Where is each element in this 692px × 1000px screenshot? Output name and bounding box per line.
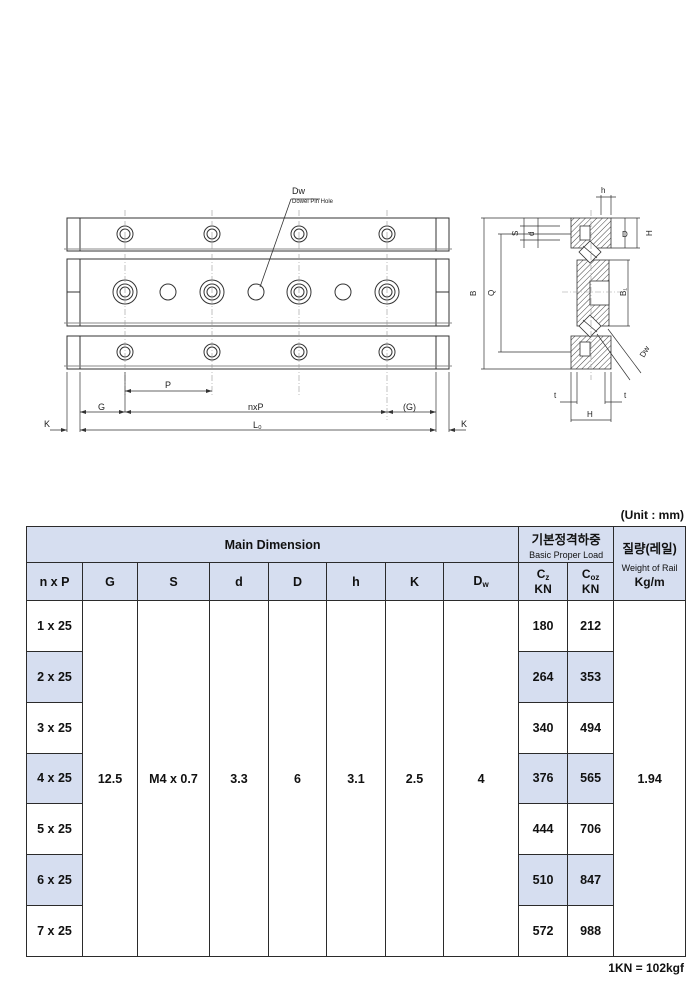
label-b: B [469, 291, 478, 296]
cell-s: M4 x 0.7 [137, 600, 210, 957]
cell-d-cap: 6 [268, 600, 327, 957]
col-dw-main: D [473, 574, 483, 588]
cell-cz: 264 [518, 650, 569, 703]
cell-coz: 988 [567, 905, 615, 957]
dimension-arrows [61, 389, 455, 432]
cell-dw: 4 [442, 600, 520, 957]
cell-cz: 180 [518, 600, 569, 652]
header-basic-load-ko: 기본정격하중 [531, 533, 601, 547]
header-basic-load-en: Basic Proper Load [529, 550, 604, 560]
cell-nxp: 1 x 25 [26, 600, 83, 652]
label-h-cap: H [587, 410, 593, 419]
col-coz-main: C [581, 567, 591, 581]
top-rail [64, 217, 452, 252]
label-t-left: t [554, 391, 557, 400]
label-dw-right: Dw [638, 344, 652, 359]
col-d-small: d [209, 562, 269, 601]
col-d-cap: D [268, 562, 327, 601]
label-g: G [98, 402, 105, 412]
cell-coz: 847 [567, 854, 615, 907]
col-cz: Cz KN [518, 562, 569, 601]
label-g-paren: (G) [403, 402, 416, 412]
label-s: S [511, 231, 520, 236]
cell-weight: 1.94 [613, 600, 687, 957]
label-b1: B₁ [619, 288, 628, 296]
unit-label: (Unit : mm) [620, 508, 684, 522]
cell-nxp: 7 x 25 [26, 905, 83, 957]
cell-coz: 565 [567, 752, 615, 805]
col-dw-sub: w [482, 580, 489, 589]
col-cz-sub: z [545, 573, 550, 582]
cell-cz: 340 [518, 701, 569, 754]
table-row: 1 x 25 12.5 M4 x 0.7 3.3 6 3.1 2.5 4 180… [26, 600, 687, 957]
cell-nxp: 3 x 25 [26, 701, 83, 754]
label-lo: L₀ [253, 420, 262, 430]
col-nxp: n x P [26, 562, 83, 601]
col-k: K [385, 562, 444, 601]
label-k-left: K [44, 419, 50, 429]
bottom-rail-holes [116, 343, 396, 361]
col-cz-unit: KN [534, 582, 552, 596]
col-dw: Dw [442, 562, 520, 601]
label-q: Q [487, 290, 496, 296]
table-row: 5 x 25 444 706 [26, 803, 686, 856]
header-basic-load: 기본정격하중 Basic Proper Load [518, 526, 615, 563]
cell-cz: 572 [518, 905, 569, 957]
cell-cz: 376 [518, 752, 569, 805]
label-nxp: nxP [248, 402, 264, 412]
spec-table: Main Dimension 기본정격하중 Basic Proper Load … [25, 526, 687, 957]
technical-drawing: Dw Dowel Pin Hole P G nxP (G) L₀ K K [44, 186, 654, 432]
cell-coz: 494 [567, 701, 615, 754]
middle-rail [64, 258, 452, 327]
label-dowel-pin-hole: Dowel Pin Hole [292, 199, 334, 205]
table-row: 4 x 25 376 565 [26, 752, 686, 805]
cell-k: 2.5 [385, 600, 444, 957]
dowel-leader: Dw Dowel Pin Hole [259, 186, 334, 288]
side-view: B Q S d h D H B₁ Dw t t H [469, 186, 654, 422]
col-coz-sub: oz [590, 573, 600, 582]
table-row: 7 x 25 572 988 [26, 905, 686, 957]
header-weight-unit: Kg/m [634, 575, 665, 589]
conversion-note: 1KN = 102kgf [608, 961, 684, 975]
cell-nxp: 5 x 25 [26, 803, 83, 856]
cell-coz: 212 [567, 600, 615, 652]
label-p: P [165, 380, 171, 390]
top-rail-holes [116, 225, 396, 243]
middle-rail-holes [112, 279, 400, 305]
label-k-right: K [461, 419, 467, 429]
cell-h: 3.1 [326, 600, 386, 957]
cell-cz: 444 [518, 803, 569, 856]
bottom-rail [64, 335, 452, 370]
col-coz: Coz KN [567, 562, 615, 601]
header-weight: 질량(레일) Weight of Rail Kg/m [613, 526, 687, 601]
label-h-cap-side: H [645, 230, 654, 236]
label-d-small: d [527, 232, 536, 236]
label-t-right: t [624, 391, 627, 400]
header-weight-en: Weight of Rail [621, 563, 678, 573]
label-d-cap: D [622, 230, 628, 239]
cell-nxp: 6 x 25 [26, 854, 83, 907]
table-row: 3 x 25 340 494 [26, 701, 686, 754]
table-row: 2 x 25 264 353 [26, 650, 686, 703]
cell-nxp: 2 x 25 [26, 650, 83, 703]
header-main-dimension: Main Dimension [25, 526, 520, 563]
table-row: 6 x 25 510 847 [26, 854, 686, 907]
cell-d-small: 3.3 [209, 600, 269, 957]
label-h-small: h [601, 186, 605, 195]
cell-g: 12.5 [82, 600, 138, 957]
col-s: S [137, 562, 210, 601]
col-cz-main: C [536, 567, 546, 581]
cell-coz: 706 [567, 803, 615, 856]
cell-nxp: 4 x 25 [26, 752, 83, 805]
center-lines [124, 210, 388, 420]
col-g: G [82, 562, 138, 601]
header-weight-ko: 질량(레일) [622, 542, 677, 556]
col-h: h [326, 562, 386, 601]
cell-coz: 353 [567, 650, 615, 703]
cell-cz: 510 [518, 854, 569, 907]
dimension-lines [50, 372, 466, 432]
label-dw: Dw [292, 186, 305, 196]
col-coz-unit: KN [581, 582, 600, 596]
